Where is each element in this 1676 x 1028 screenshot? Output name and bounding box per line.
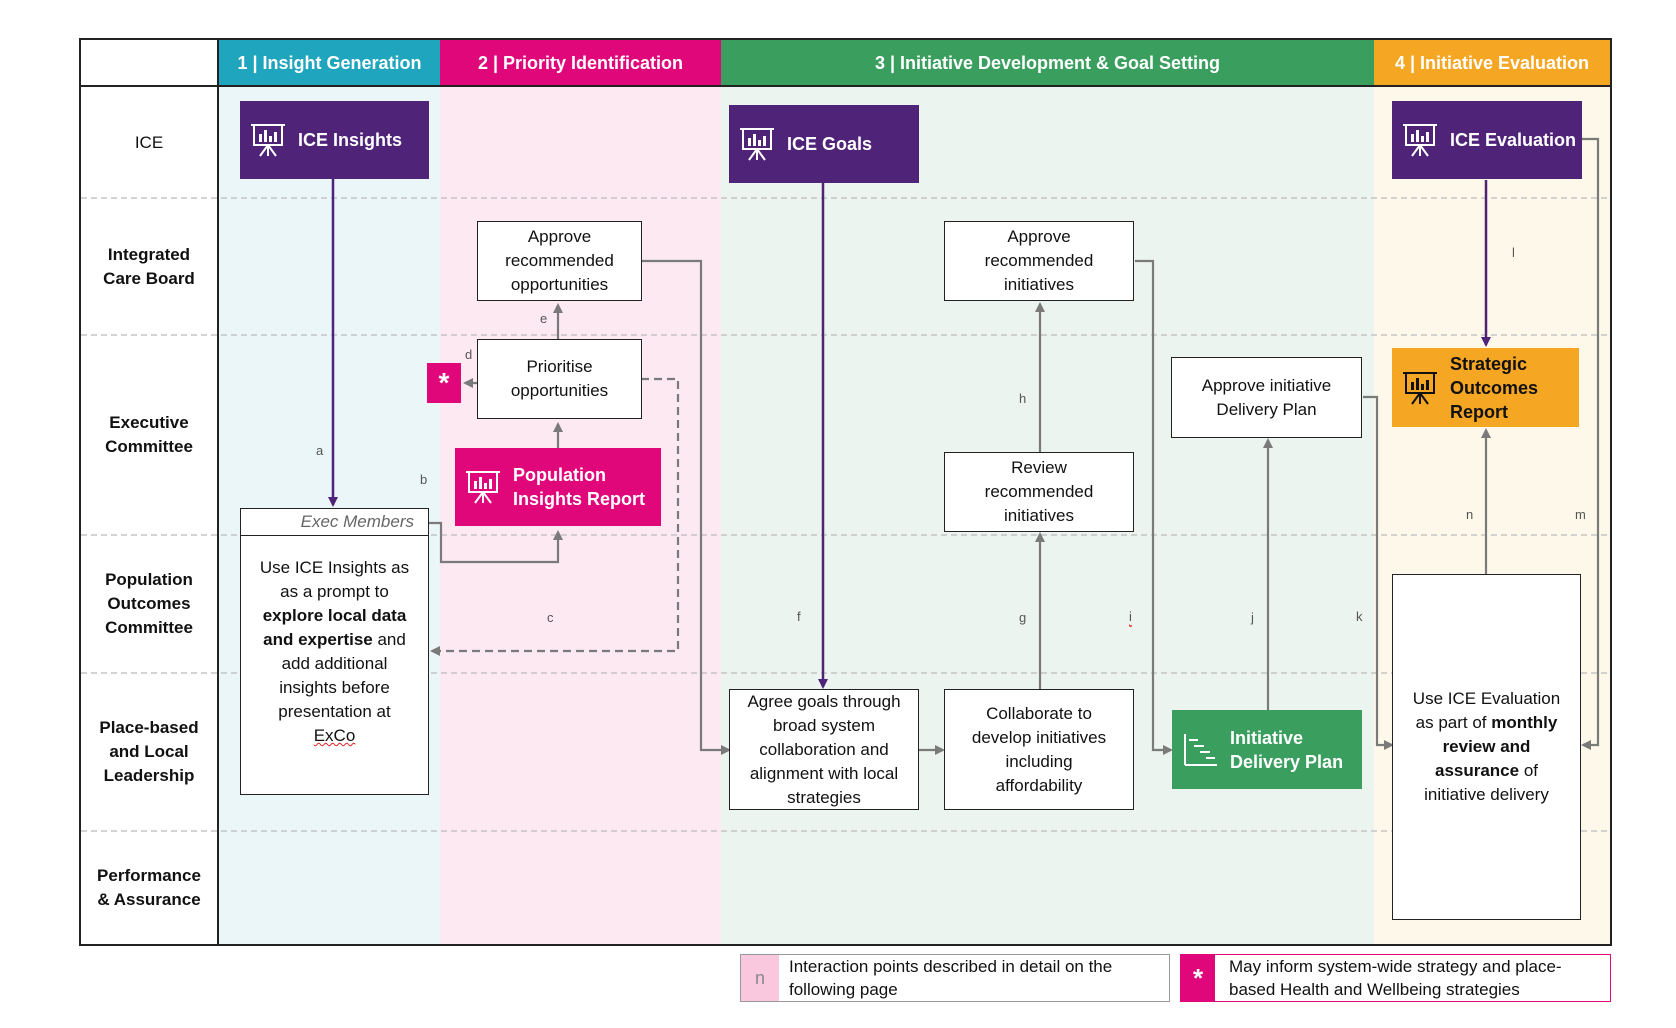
arrow-m: [1580, 137, 1600, 750]
strategic-outcomes-report-box: Strategic Outcomes Report: [1392, 348, 1579, 427]
interaction-letter-m: m: [1575, 507, 1586, 522]
interaction-letter-c: c: [547, 610, 554, 625]
strategic-outcomes-report-label: Strategic Outcomes Report: [1450, 353, 1539, 422]
interaction-letter-f: f: [797, 609, 801, 624]
interaction-letter-a: a: [316, 443, 324, 458]
population-insights-report-box: Population Insights Report: [455, 448, 661, 526]
phase-header-initiative: 3 | Initiative Development & Goal Settin…: [721, 40, 1374, 86]
arrow-opp-agree: [641, 259, 731, 755]
legend-star-swatch: *: [1181, 955, 1215, 1001]
interaction-letter-j: j: [1251, 610, 1254, 625]
use-insights-part-1: Use ICE Insights as as a prompt to: [259, 558, 410, 601]
ice-insights-box: ICE Insights: [240, 101, 429, 179]
use-evaluation-part-1: Use ICE Evaluation as part of: [1412, 689, 1561, 732]
interaction-letter-i: i: [1129, 609, 1132, 624]
ice-evaluation-label: ICE Evaluation: [1450, 130, 1577, 150]
legend-n-symbol: n: [754, 967, 765, 988]
phase-header-label: 4 | Initiative Evaluation: [1394, 52, 1590, 73]
agree-goals-box: Agree goals through broad system collabo…: [729, 689, 919, 810]
interaction-letter-l: l: [1512, 245, 1515, 260]
collaborate-initiatives-box: Collaborate to develop initiatives inclu…: [944, 689, 1134, 810]
presentation-chart-icon: [740, 128, 774, 161]
population-insights-report-label: Population Insights Report: [513, 465, 646, 509]
use-evaluation-text: Use ICE Evaluation as part of monthly re…: [1413, 687, 1560, 807]
review-initiatives-box: Review recommended initiatives: [944, 452, 1134, 532]
interaction-letter-b: b: [420, 472, 428, 487]
exec-members-group: Exec Members Use ICE Insights as as a pr…: [240, 508, 429, 795]
star-symbol: *: [438, 367, 450, 398]
use-evaluation-box: Use ICE Evaluation as part of monthly re…: [1392, 574, 1581, 920]
interaction-letter-n: n: [1466, 507, 1474, 522]
ice-insights-label: ICE Insights: [298, 130, 403, 150]
legend-star-text: May inform system-wide strategy and plac…: [1229, 957, 1562, 999]
arrow-b: [428, 521, 563, 564]
interaction-letter-g: g: [1019, 610, 1027, 625]
diagram-frame: [79, 38, 1612, 946]
phase-header-evaluation: 4 | Initiative Evaluation: [1374, 40, 1610, 86]
presentation-chart-icon: [251, 124, 285, 157]
exec-members-label: Exec Members: [241, 509, 428, 536]
use-evaluation-part-2: monthly review and assurance: [1434, 713, 1558, 780]
phase-header-insight: 1 | Insight Generation: [219, 40, 440, 86]
phase-header-priority: 2 | Priority Identification: [440, 40, 721, 86]
lane-label-integrated-care-board: Integrated Care Board: [103, 244, 195, 288]
approve-delivery-plan-box: Approve initiative Delivery Plan: [1171, 357, 1362, 438]
initiative-delivery-plan-box: Initiative Delivery Plan: [1172, 710, 1362, 789]
legend-n-swatch: n: [741, 955, 779, 1001]
approve-opportunities-box: Approve recommended opportunities: [477, 221, 642, 301]
legend-star: * May inform system-wide strategy and pl…: [1180, 954, 1611, 1002]
interaction-letter-h: h: [1019, 391, 1027, 406]
presentation-chart-icon: [1403, 124, 1437, 157]
legend-star-symbol: *: [1192, 962, 1204, 993]
use-insights-part-4: ExCo: [313, 726, 356, 745]
legend-interaction-points: n Interaction points described in detail…: [740, 954, 1170, 1002]
lane-label-population-outcomes-committee: Population Outcomes Committee: [105, 570, 193, 637]
arrow-i: [1135, 259, 1173, 755]
lane-label-ice: ICE: [134, 133, 164, 152]
lane-label-executive-committee: Executive Committee: [105, 413, 193, 456]
presentation-chart-icon: [1403, 371, 1437, 405]
presentation-chart-icon: [466, 471, 500, 504]
arrow-c: [430, 377, 680, 656]
phase-header-label: 2 | Priority Identification: [477, 52, 684, 73]
ice-goals-label: ICE Goals: [787, 134, 873, 154]
ice-evaluation-box: ICE Evaluation: [1392, 101, 1582, 179]
initiative-delivery-plan-label: Initiative Delivery Plan: [1230, 727, 1344, 772]
lane-label-performance-assurance: Performance & Assurance: [97, 865, 201, 909]
interaction-letter-k: k: [1356, 609, 1363, 624]
interaction-letter-d: d: [465, 347, 473, 362]
use-insights-part-2: explore local data and expertise: [262, 606, 407, 649]
phase-header-label: 3 | Initiative Development & Goal Settin…: [874, 52, 1221, 73]
gantt-chart-icon: [1184, 733, 1217, 766]
approve-initiatives-box: Approve recommended initiatives: [944, 221, 1134, 301]
legend-n-text: Interaction points described in detail o…: [789, 957, 1113, 999]
lane-label-place-based-local-leadership: Place-based and Local Leadership: [99, 718, 199, 785]
use-insights-text: Use ICE Insights as as a prompt to explo…: [241, 536, 428, 748]
use-evaluation-part-3: of initiative delivery: [1424, 761, 1549, 804]
arrow-k: [1363, 395, 1394, 750]
use-insights-part-3: and add additional insights before prese…: [278, 630, 406, 721]
ice-goals-box: ICE Goals: [729, 105, 919, 183]
phase-header-label: 1 | Insight Generation: [237, 52, 422, 73]
prioritise-opportunities-box: Prioritise opportunities: [477, 339, 642, 419]
interaction-letter-e: e: [540, 311, 548, 326]
star-marker: *: [427, 363, 461, 403]
